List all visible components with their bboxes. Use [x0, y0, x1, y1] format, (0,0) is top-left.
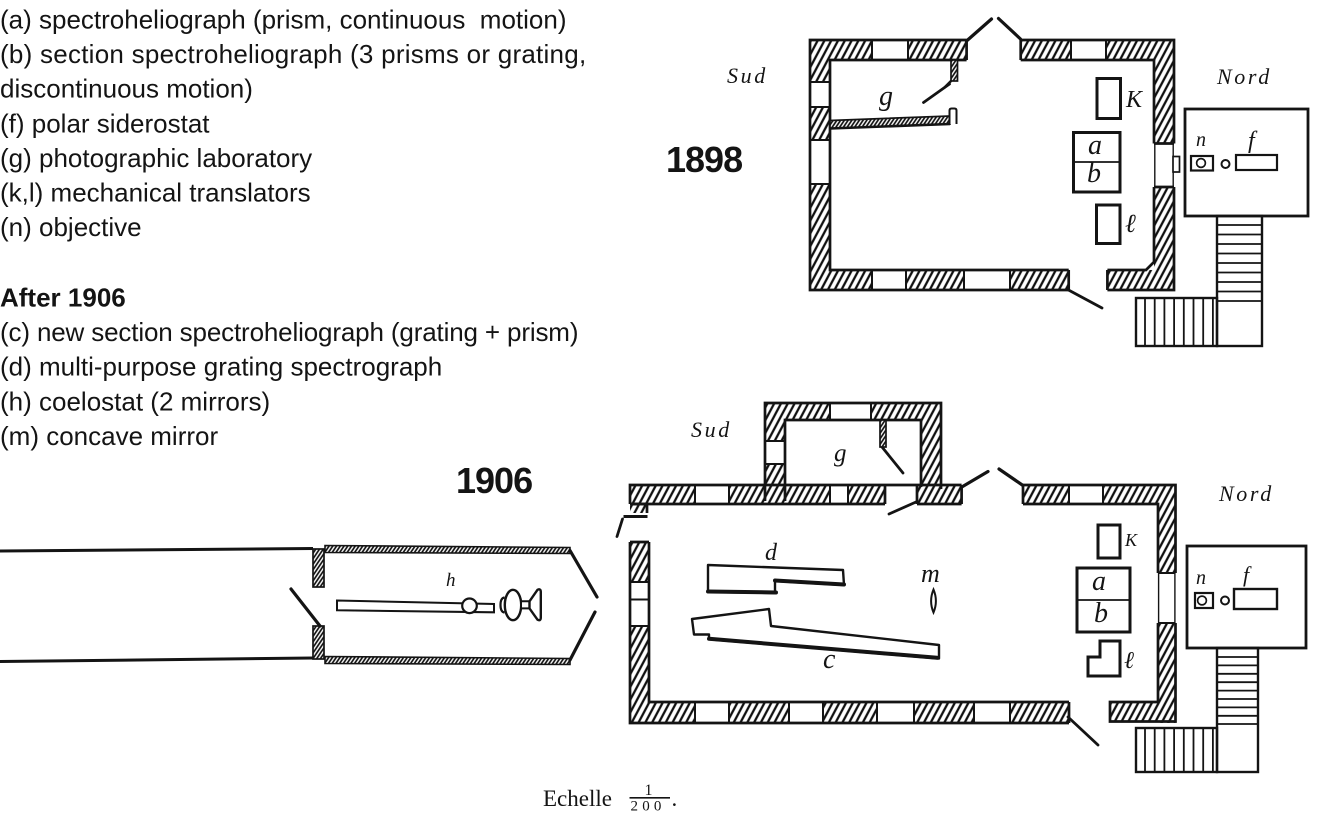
svg-text:g: g — [834, 440, 847, 467]
svg-text:a: a — [1092, 566, 1106, 597]
svg-text:c: c — [823, 644, 836, 675]
svg-text:discontinuous motion): discontinuous motion) — [0, 74, 253, 104]
svg-text:(n) objective: (n) objective — [0, 212, 142, 242]
svg-text:1898: 1898 — [666, 139, 742, 180]
svg-text:h: h — [446, 570, 456, 591]
svg-text:n: n — [1196, 567, 1206, 589]
svg-text:K: K — [1125, 87, 1144, 113]
svg-text:ℓ: ℓ — [1125, 209, 1136, 238]
svg-text:(a) spectroheliograph (prism,: (a) spectroheliograph (prism, continuous… — [0, 5, 566, 35]
svg-text:a: a — [1088, 130, 1102, 161]
svg-text:d: d — [765, 540, 778, 566]
svg-text:(b) section spectroheliograph: (b) section spectroheliograph (3 prisms … — [0, 39, 586, 69]
svg-text:Sud: Sud — [727, 63, 768, 88]
svg-text:After 1906: After 1906 — [0, 283, 126, 313]
svg-text:Sud: Sud — [691, 417, 732, 442]
svg-text:1906: 1906 — [456, 460, 532, 501]
svg-text:200: 200 — [631, 799, 666, 815]
svg-text:(h) coelostat (2 mirrors): (h) coelostat (2 mirrors) — [0, 386, 270, 416]
svg-text:(m) concave mirror: (m) concave mirror — [0, 421, 218, 451]
svg-text:f: f — [1243, 562, 1252, 587]
svg-text:K: K — [1124, 530, 1138, 550]
svg-text:b: b — [1087, 158, 1101, 189]
svg-text:b: b — [1094, 598, 1108, 629]
svg-text:.: . — [672, 786, 678, 811]
svg-text:g: g — [879, 81, 893, 112]
svg-text:Nord: Nord — [1216, 64, 1272, 89]
svg-text:(d) multi-purpose grating spec: (d) multi-purpose grating spectrograph — [0, 352, 442, 382]
svg-text:Nord: Nord — [1218, 481, 1274, 506]
svg-text:1: 1 — [645, 782, 653, 799]
svg-text:(f) polar siderostat: (f) polar siderostat — [0, 108, 210, 138]
svg-text:n: n — [1196, 129, 1206, 151]
svg-text:(k,l) mechanical translators: (k,l) mechanical translators — [0, 178, 311, 208]
svg-text:ℓ: ℓ — [1124, 648, 1134, 674]
svg-text:(c) new section spectroheliogr: (c) new section spectroheliograph (grati… — [0, 317, 578, 347]
svg-text:f: f — [1248, 128, 1258, 154]
svg-text:m: m — [921, 559, 940, 588]
svg-text:(g) photographic laboratory: (g) photographic laboratory — [0, 143, 312, 173]
svg-text:Echelle: Echelle — [543, 786, 612, 811]
